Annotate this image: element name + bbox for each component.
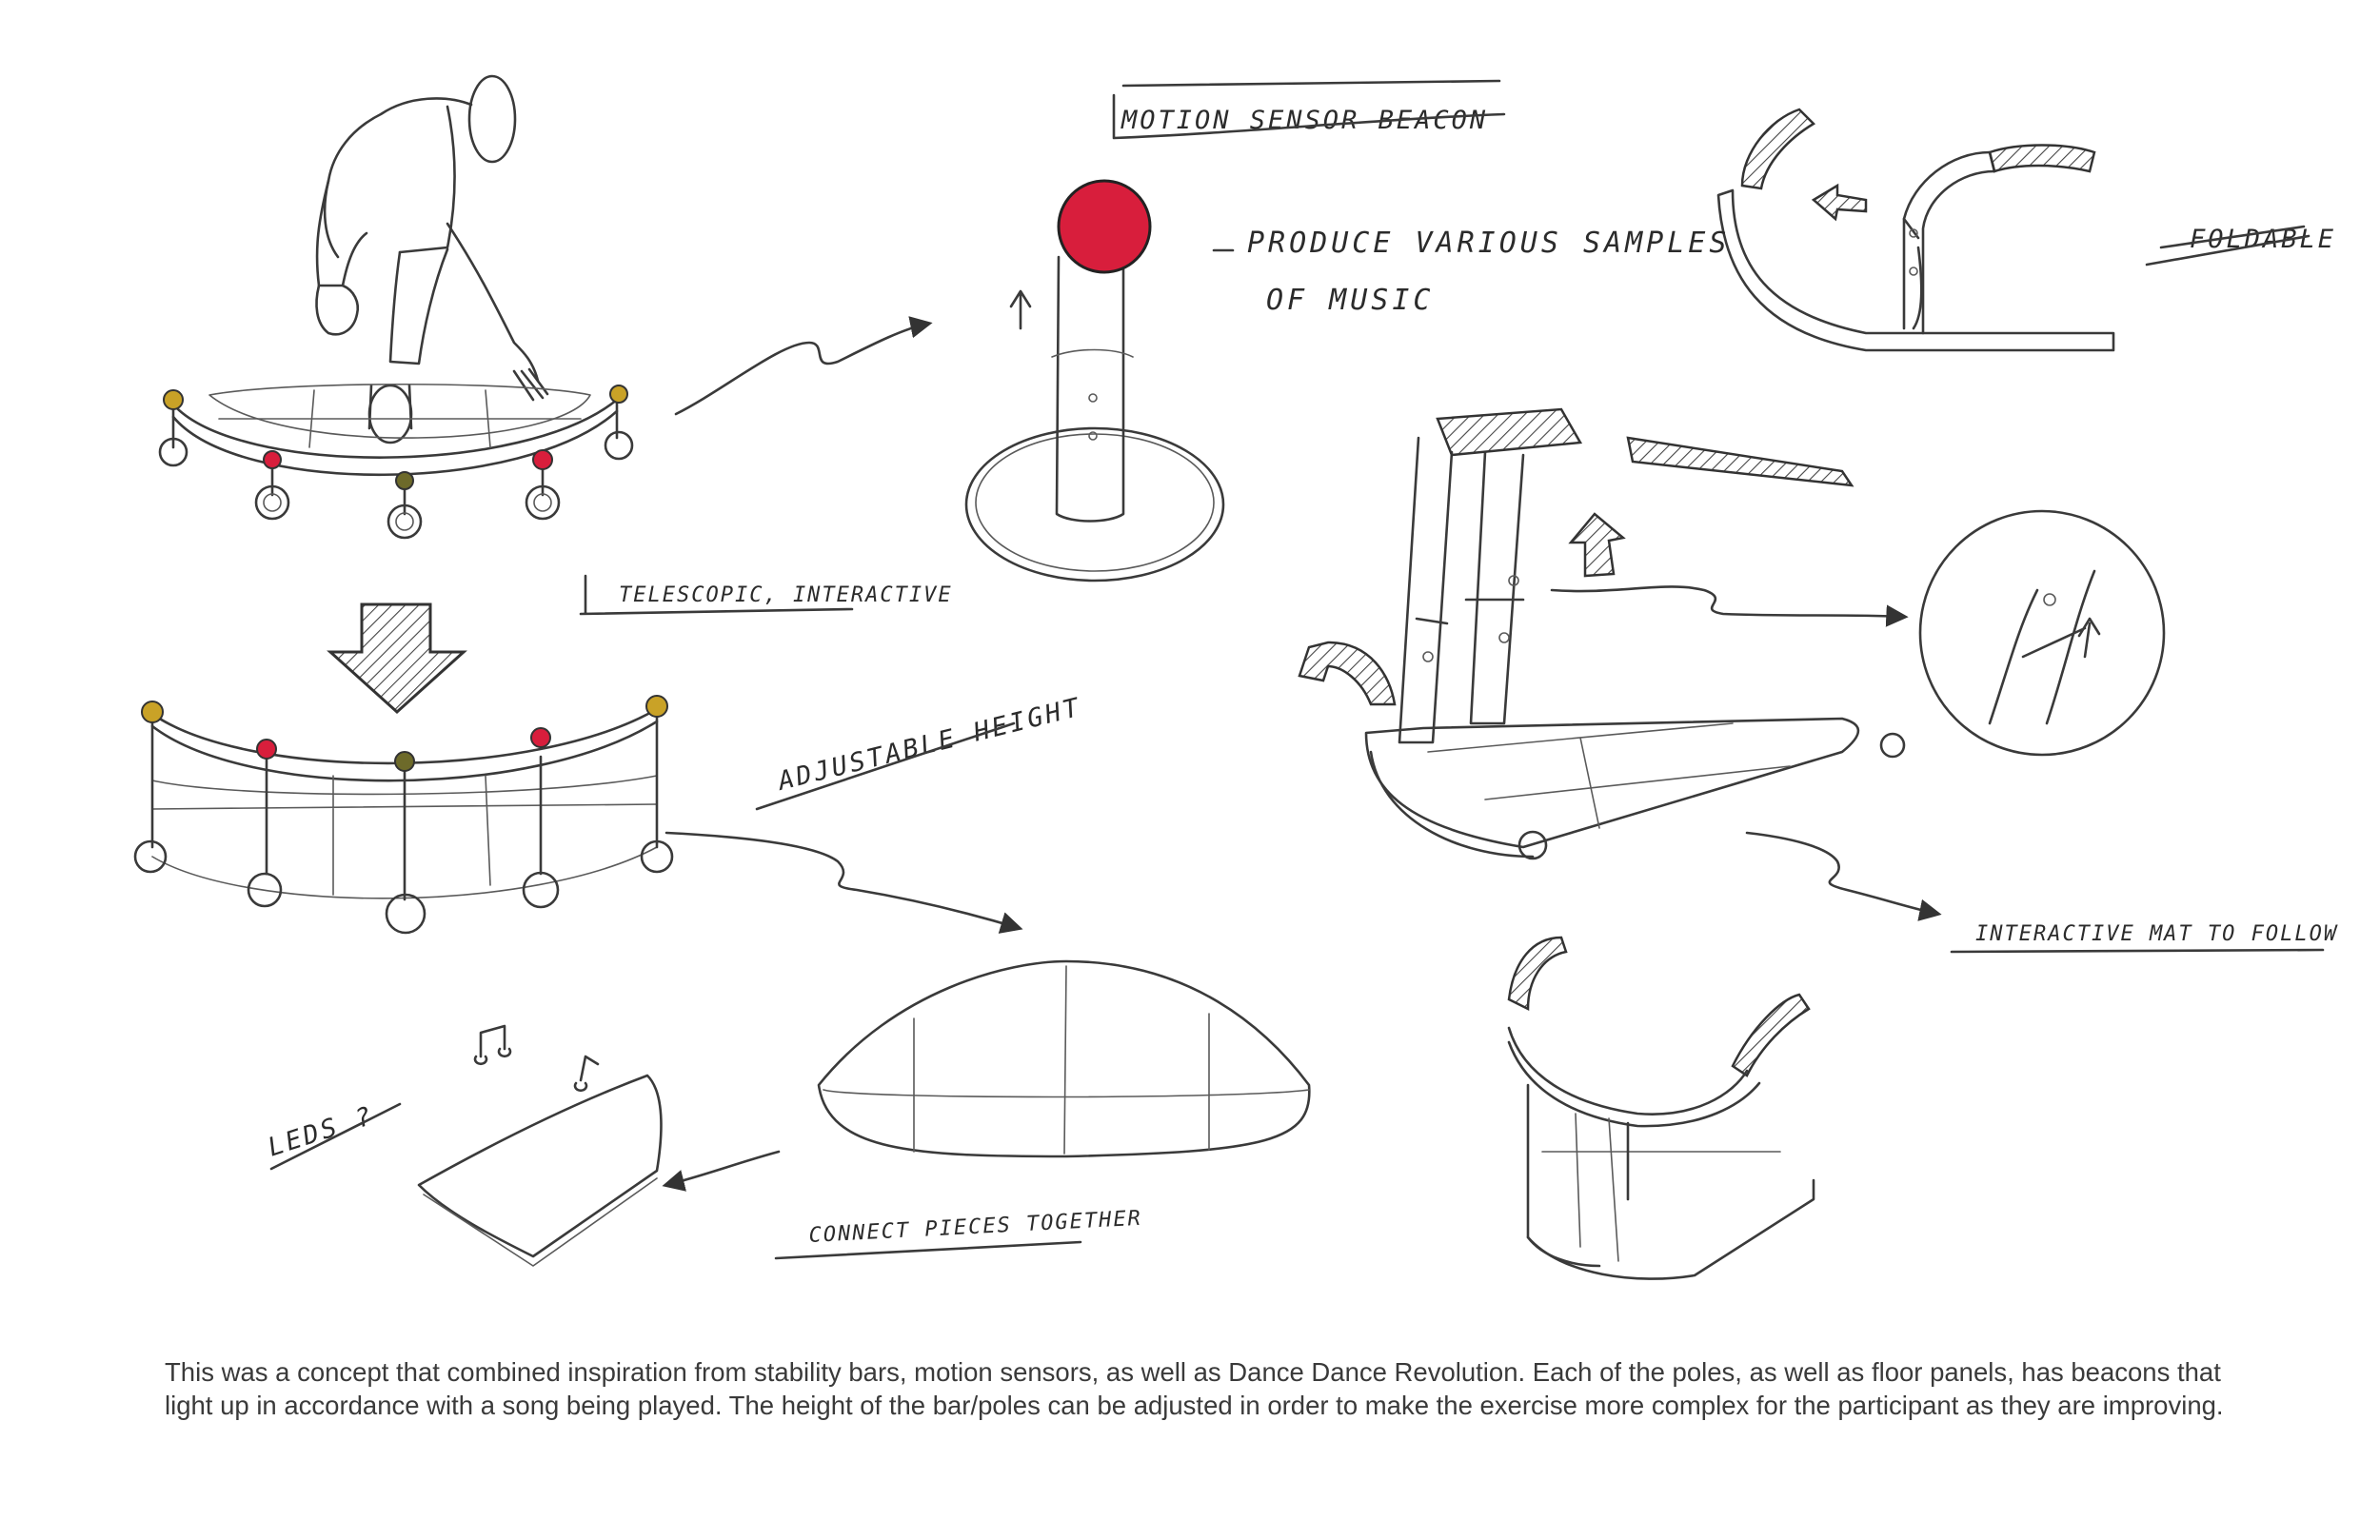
label-adjustable-height: ADJUSTABLE HEIGHT [755, 693, 1084, 811]
svg-text:INTERACTIVE MAT TO FOLLOW: INTERACTIVE MAT TO FOLLOW [1975, 922, 2338, 946]
led-panel-sketch [417, 1024, 663, 1267]
label-leds: LEDS ? [265, 1100, 402, 1171]
beacon-red-2 [532, 449, 553, 470]
curved-bar-poles-sketch [1507, 936, 1815, 1280]
svg-text:LEDS ?: LEDS ? [265, 1100, 378, 1162]
label-interactive-mat: INTERACTIVE MAT TO FOLLOW [1950, 922, 2338, 954]
beacon-red-1 [263, 450, 282, 469]
label-motion-sensor-beacon: MOTION SENSOR BEACON [1112, 79, 1506, 140]
beacon-yellow-left [163, 389, 184, 410]
svg-text:MOTION SENSOR BEACON: MOTION SENSOR BEACON [1121, 106, 1488, 135]
telescopic-bar-sketch [133, 695, 674, 935]
bar-poles [158, 398, 634, 540]
arrow-to-interactive-mat [1745, 831, 1942, 921]
person-on-stability-bar-sketch [158, 74, 634, 540]
assembly-with-mat-sketch [1298, 407, 1906, 860]
concept-description: This was a concept that combined inspira… [165, 1357, 2224, 1420]
up-arrow-icon-large [1568, 512, 1626, 578]
arrow-to-panel [662, 1150, 781, 1192]
label-telescopic: TELESCOPIC, INTERACTIVE [579, 574, 953, 616]
up-arrow-icon [1009, 289, 1032, 330]
arrow-to-mat [664, 831, 1023, 934]
fold-arrow-icon [1811, 183, 1868, 222]
arrow-to-detail [1550, 585, 1909, 627]
label-connect-pieces: CONNECT PIECES TOGETHER [774, 1207, 1142, 1260]
svg-text:TELESCOPIC, INTERACTIVE: TELESCOPIC, INTERACTIVE [619, 583, 953, 607]
beacon-yellow-right [609, 385, 628, 404]
label-foldable: FOLDABLE [2145, 225, 2333, 267]
music-note-icon-2 [573, 1055, 600, 1092]
music-note-icon [473, 1024, 512, 1065]
svg-text:ADJUSTABLE HEIGHT: ADJUSTABLE HEIGHT [773, 693, 1084, 798]
beacon-red-light [1057, 179, 1152, 274]
foldable-bar-sketch [1716, 108, 2115, 352]
svg-text:CONNECT PIECES TOGETHER: CONNECT PIECES TOGETHER [808, 1207, 1142, 1248]
label-of-music: OF MUSIC [1266, 284, 1435, 317]
detail-circle-sketch [1918, 509, 2166, 757]
motion-sensor-beacon-sketch [964, 179, 1225, 582]
arrow-to-beacon [674, 316, 933, 416]
rotate-arrow-icon [1298, 641, 1397, 706]
semicircle-mat-sketch [817, 959, 1311, 1158]
label-produce-various: PRODUCE VARIOUS SAMPLES [1247, 227, 1730, 260]
transition-down-arrow [327, 602, 467, 715]
beacon-olive-1 [395, 471, 414, 490]
